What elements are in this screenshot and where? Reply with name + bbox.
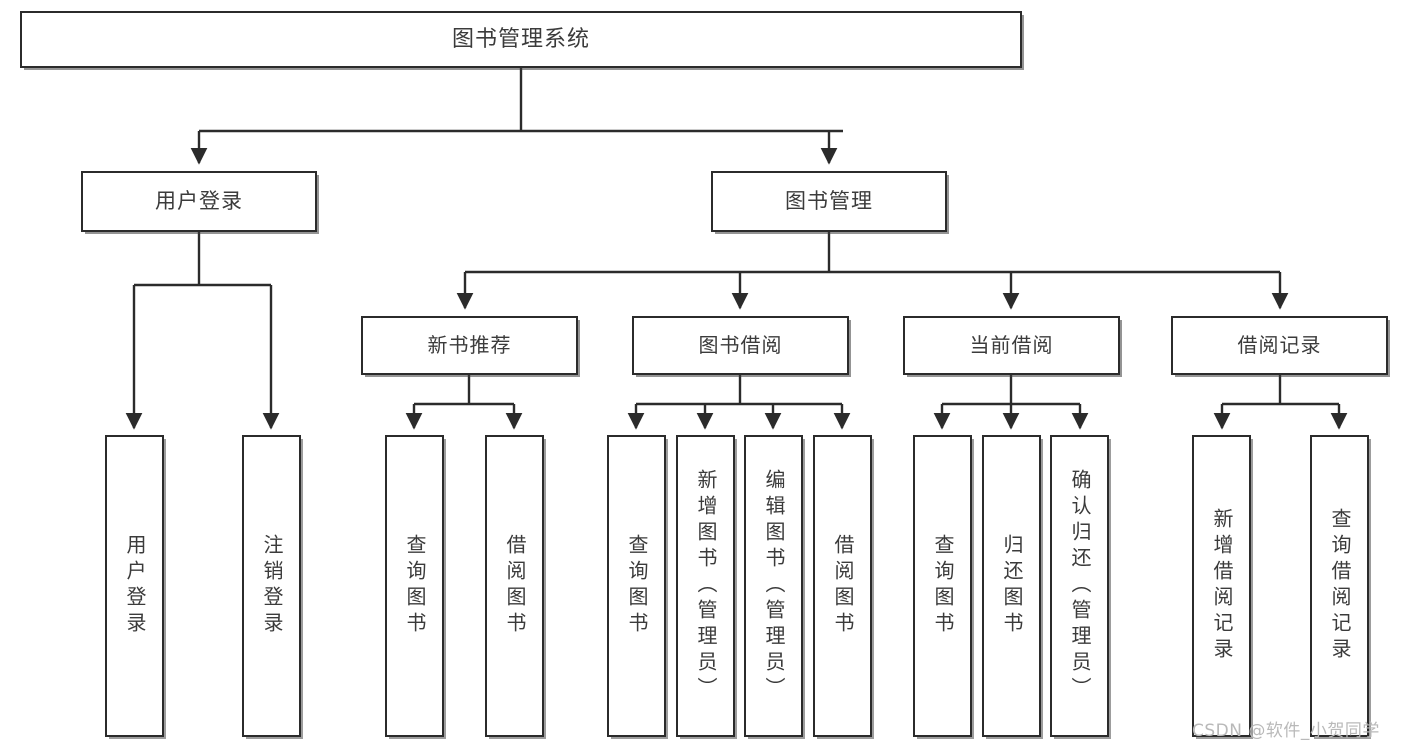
leaf-add-book-admin[interactable]: 新增图书（管理员） xyxy=(676,435,735,737)
leaf-label: 注销登录 xyxy=(260,534,284,638)
leaf-label: 查询借阅记录 xyxy=(1328,508,1352,664)
node-label: 新书推荐 xyxy=(427,333,512,357)
leaf-label: 借阅图书 xyxy=(503,534,527,638)
leaf-label: 新增图书（管理员） xyxy=(694,469,718,703)
leaf-confirm-return-admin[interactable]: 确认归还（管理员） xyxy=(1050,435,1109,737)
leaf-logout-login[interactable]: 注销登录 xyxy=(242,435,301,737)
leaf-label: 确认归还（管理员） xyxy=(1068,469,1092,703)
leaf-label: 查询图书 xyxy=(931,534,955,638)
node-current-borrow[interactable]: 当前借阅 xyxy=(903,316,1120,375)
leaf-label: 编辑图书（管理员） xyxy=(762,469,786,703)
node-label: 用户登录 xyxy=(155,189,243,214)
node-book-management-system[interactable]: 图书管理系统 xyxy=(20,11,1022,68)
leaf-label: 借阅图书 xyxy=(831,534,855,638)
leaf-query-book-3[interactable]: 查询图书 xyxy=(913,435,972,737)
node-new-book-recommend[interactable]: 新书推荐 xyxy=(361,316,578,375)
node-user-login[interactable]: 用户登录 xyxy=(81,171,317,232)
leaf-label: 新增借阅记录 xyxy=(1210,508,1234,664)
leaf-borrow-book-2[interactable]: 借阅图书 xyxy=(813,435,872,737)
csdn-watermark: CSDN @软件_小贺同学 xyxy=(1192,721,1380,741)
leaf-query-book-1[interactable]: 查询图书 xyxy=(385,435,444,737)
node-label: 图书管理 xyxy=(785,189,873,214)
leaf-return-book[interactable]: 归还图书 xyxy=(982,435,1041,737)
node-book-management[interactable]: 图书管理 xyxy=(711,171,947,232)
leaf-label: 查询图书 xyxy=(403,534,427,638)
node-label: 当前借阅 xyxy=(969,333,1054,357)
leaf-label: 查询图书 xyxy=(625,534,649,638)
node-book-borrow[interactable]: 图书借阅 xyxy=(632,316,849,375)
leaf-label: 归还图书 xyxy=(1000,534,1024,638)
leaf-label: 用户登录 xyxy=(123,534,147,638)
leaf-user-login[interactable]: 用户登录 xyxy=(105,435,164,737)
node-label: 图书管理系统 xyxy=(451,26,590,52)
leaf-borrow-book-1[interactable]: 借阅图书 xyxy=(485,435,544,737)
leaf-edit-book-admin[interactable]: 编辑图书（管理员） xyxy=(744,435,803,737)
node-label: 借阅记录 xyxy=(1237,333,1322,357)
node-borrow-record[interactable]: 借阅记录 xyxy=(1171,316,1388,375)
node-label: 图书借阅 xyxy=(698,333,783,357)
leaf-query-borrow-record[interactable]: 查询借阅记录 xyxy=(1310,435,1369,737)
leaf-query-book-2[interactable]: 查询图书 xyxy=(607,435,666,737)
leaf-add-borrow-record[interactable]: 新增借阅记录 xyxy=(1192,435,1251,737)
